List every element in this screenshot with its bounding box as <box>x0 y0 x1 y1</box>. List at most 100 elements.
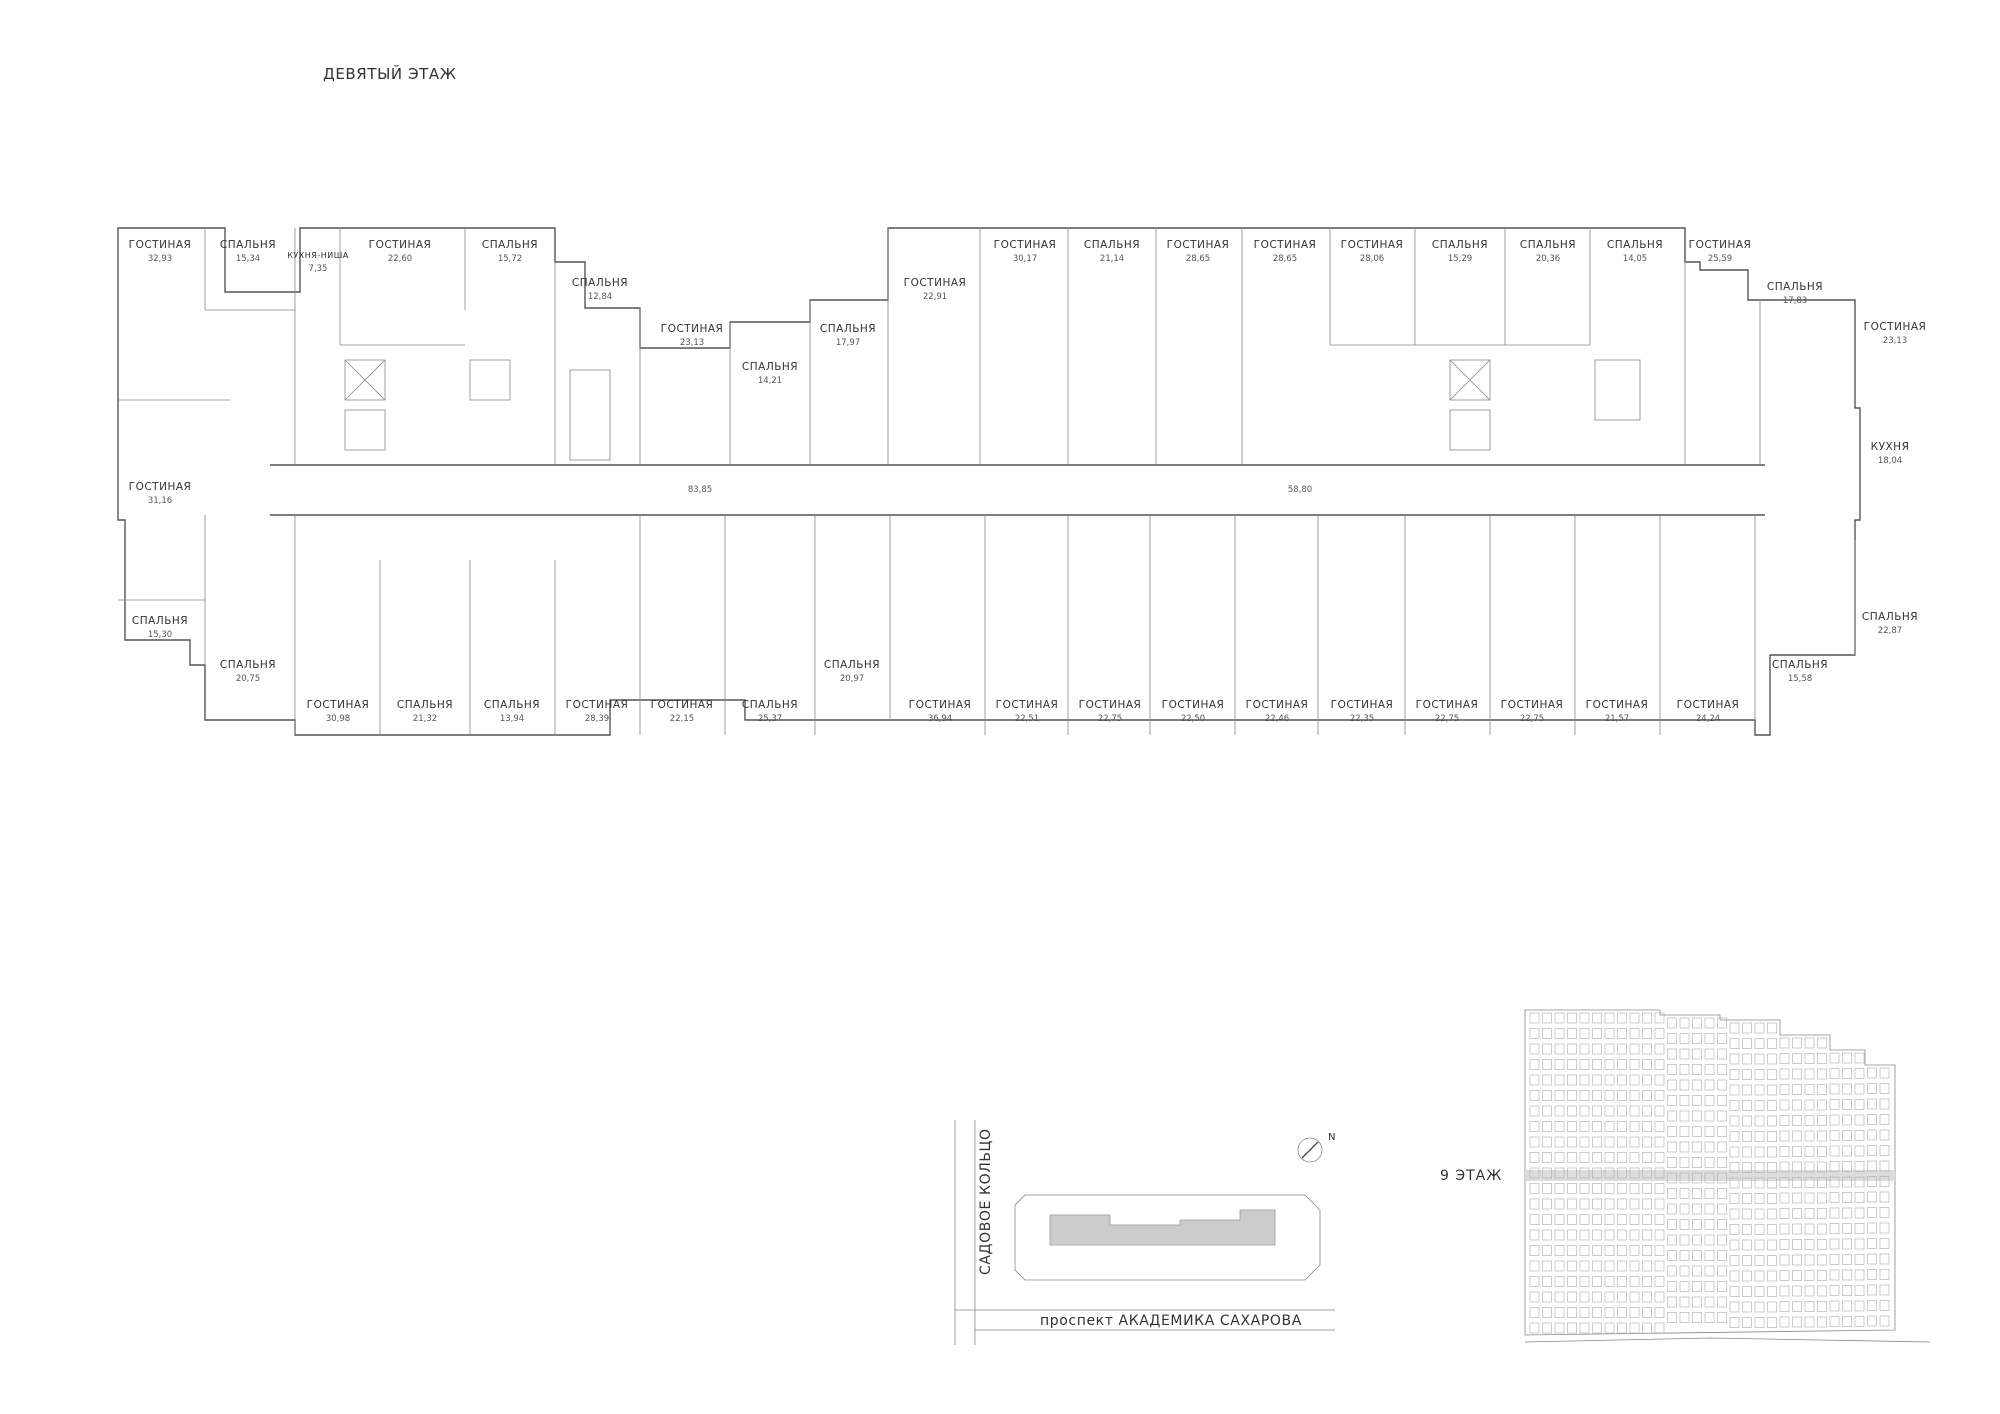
elevation-window <box>1767 1286 1777 1297</box>
elevation-window <box>1729 1038 1740 1049</box>
room-area: 15,29 <box>1448 254 1472 264</box>
elevation-window <box>1529 1105 1540 1117</box>
elevation-window <box>1592 1229 1602 1241</box>
bottom-partitions <box>118 515 1856 735</box>
elevation-window <box>1804 1099 1815 1111</box>
elevation-window <box>1867 1253 1877 1265</box>
elevation-window <box>1792 1099 1802 1111</box>
elevation-window <box>1679 1234 1690 1246</box>
room-area: 36,94 <box>928 714 952 724</box>
elevation-window <box>1679 1110 1690 1122</box>
elevation-window <box>1667 1064 1677 1075</box>
room-area: 31,16 <box>148 496 172 506</box>
elevation-window <box>1529 1276 1540 1287</box>
elevation-window <box>1679 1281 1690 1292</box>
elevation-window <box>1854 1192 1865 1203</box>
elevation-window <box>1804 1068 1815 1080</box>
room-name: СПАЛЬНЯ <box>220 659 276 671</box>
elevation-window <box>1792 1192 1802 1204</box>
elevation-window <box>1804 1301 1815 1312</box>
elevation-window <box>1854 1052 1865 1064</box>
room-name: ГОСТИНАЯ <box>1331 699 1394 711</box>
elevation-window <box>1617 1105 1627 1117</box>
elevation-window <box>1767 1084 1777 1096</box>
elevation-window <box>1567 1028 1577 1039</box>
elevation-window <box>1629 1136 1640 1148</box>
elevation-window <box>1567 1245 1577 1256</box>
elevation-window <box>1629 1043 1640 1055</box>
elevation-window <box>1679 1172 1690 1184</box>
elevation-window <box>1567 1152 1577 1163</box>
elevation-window <box>1567 1276 1577 1287</box>
elevation-window <box>1817 1115 1827 1126</box>
elevation-window <box>1854 1285 1865 1296</box>
elevation-window <box>1754 1053 1765 1065</box>
elevation-window <box>1692 1250 1702 1261</box>
elevation-window <box>1842 1223 1852 1234</box>
elevation-window <box>1592 1276 1602 1287</box>
elevation-window <box>1567 1059 1577 1070</box>
elevation-window <box>1804 1161 1815 1173</box>
elevation-window <box>1667 1172 1677 1184</box>
elevation-window <box>1792 1115 1802 1126</box>
elevation-window <box>1542 1260 1552 1272</box>
elevation-window <box>1567 1214 1577 1225</box>
elevation-window <box>1704 1048 1715 1060</box>
elevation-window <box>1617 1090 1627 1101</box>
elevation-window <box>1654 1198 1665 1210</box>
elevation-window <box>1567 1105 1577 1117</box>
elevation-window <box>1779 1254 1790 1266</box>
elevation-window <box>1542 1245 1552 1256</box>
elevation-window <box>1742 1255 1752 1266</box>
elevation-window <box>1879 1284 1890 1296</box>
elevation-window <box>1692 1126 1702 1137</box>
elevation-window <box>1554 1105 1565 1117</box>
elevation-window <box>1729 1022 1740 1034</box>
elevation-window <box>1692 1188 1702 1199</box>
elevation-window <box>1742 1193 1752 1204</box>
elevation-window <box>1842 1207 1852 1219</box>
elevation-window <box>1642 1229 1652 1241</box>
elevation-window <box>1592 1198 1602 1210</box>
top-partitions <box>118 228 1761 465</box>
elevation-window <box>1829 1176 1840 1188</box>
room-area: 13,94 <box>500 714 524 724</box>
elevation-window <box>1742 1162 1752 1173</box>
elevation-window <box>1792 1053 1802 1064</box>
room-name: ГОСТИНАЯ <box>129 239 192 251</box>
elevation-window <box>1867 1083 1877 1094</box>
elevation-window <box>1767 1022 1777 1034</box>
elevation-window <box>1654 1012 1665 1024</box>
elevation-window <box>1842 1316 1852 1327</box>
elevation-window <box>1742 1131 1752 1142</box>
elevation-window <box>1704 1141 1715 1153</box>
elevation-window <box>1529 1152 1540 1163</box>
elevation-window <box>1592 1307 1602 1318</box>
elevation-window <box>1729 1084 1740 1096</box>
elevation-window <box>1704 1064 1715 1075</box>
elevation-window <box>1717 1172 1727 1184</box>
elevation-window <box>1592 1322 1602 1334</box>
elevation-window <box>1529 1183 1540 1194</box>
elevation-window <box>1679 1095 1690 1106</box>
street-label-sakharova: проспект АКАДЕМИКА САХАРОВА <box>1040 1313 1302 1329</box>
elevation-window <box>1654 1167 1665 1179</box>
elevation-window <box>1842 1099 1852 1110</box>
room-area: 25,59 <box>1708 254 1732 264</box>
elevation-window <box>1842 1254 1852 1265</box>
elevation-window <box>1642 1028 1652 1039</box>
elevation-window <box>1754 1131 1765 1142</box>
elevation-window <box>1679 1033 1690 1044</box>
room-name: СПАЛЬНЯ <box>1520 239 1576 251</box>
elevation-window <box>1554 1307 1565 1318</box>
room-name: ГОСТИНАЯ <box>1167 239 1230 251</box>
elevation-window <box>1604 1291 1615 1303</box>
elevation-window <box>1604 1090 1615 1101</box>
elevation-window <box>1754 1069 1765 1080</box>
elevation-window <box>1617 1136 1627 1148</box>
elevation-window <box>1592 1183 1602 1194</box>
room-area: 30,98 <box>326 714 350 724</box>
corridor-area-west: 83,85 <box>688 485 712 495</box>
elevation-window <box>1629 1260 1640 1272</box>
elevation-window <box>1542 1198 1552 1210</box>
